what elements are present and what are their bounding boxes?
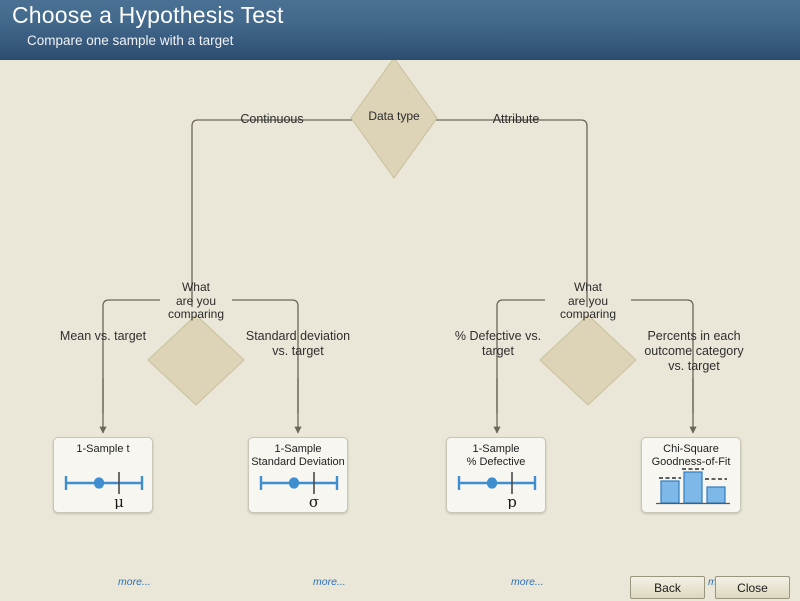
test-card-1-sample-t[interactable]: 1-Sample t μ xyxy=(53,437,153,513)
back-button[interactable]: Back xyxy=(630,576,705,599)
branch-label-continuous: Continuous xyxy=(240,112,304,126)
more-link-1-sample-pct-defective[interactable]: more... xyxy=(511,576,544,588)
close-button[interactable]: Close xyxy=(715,576,790,599)
more-link-1-sample-standard-deviation[interactable]: more... xyxy=(313,576,346,588)
connector-root-right xyxy=(436,119,588,307)
connector-right-leg2 xyxy=(631,299,694,413)
more-link-1-sample-t[interactable]: more... xyxy=(118,576,151,588)
card-title: Chi-Square Goodness-of-Fit xyxy=(651,443,731,468)
card-symbol: σ xyxy=(309,493,319,509)
connector-left-leg2 xyxy=(232,299,299,413)
page-title: Choose a Hypothesis Test xyxy=(12,2,284,28)
interval-plot-icon: μ xyxy=(64,472,144,509)
bar-chart-icon xyxy=(656,468,730,505)
decision-diamond-right xyxy=(539,314,637,406)
card-symbol: p xyxy=(507,493,517,509)
connector-root-left xyxy=(191,119,352,307)
branch-label-attribute: Attribute xyxy=(492,112,540,126)
decision-diamond-root xyxy=(350,60,438,179)
interval-plot-icon: p xyxy=(457,472,537,509)
test-card-1-sample-standard-deviation[interactable]: 1-Sample Standard Deviation σ xyxy=(248,437,348,513)
flowchart-canvas: Data type What are you comparing What ar… xyxy=(0,60,800,601)
test-card-1-sample-pct-defective[interactable]: 1-Sample % Defective p xyxy=(446,437,546,513)
leg-label-pct-defective-vs-target: % Defective vs. target xyxy=(454,329,542,358)
window-header: Choose a Hypothesis Test Compare one sam… xyxy=(0,0,800,60)
card-symbol: μ xyxy=(114,493,124,509)
flowchart-graphics xyxy=(99,60,697,434)
card-title: 1-Sample % Defective xyxy=(466,443,526,468)
connector-right-leg1 xyxy=(496,299,545,413)
leg-label-stdev-vs-target: Standard deviation vs. target xyxy=(245,329,351,358)
leg-label-percents-each-category: Percents in each outcome category vs. ta… xyxy=(644,329,744,373)
leg-label-mean-vs-target: Mean vs. target xyxy=(59,329,147,343)
card-title: 1-Sample t xyxy=(76,443,130,455)
page-subtitle: Compare one sample with a target xyxy=(27,33,234,48)
connector-left-leg1 xyxy=(102,299,160,413)
test-card-chi-square-goodness-of-fit[interactable]: Chi-Square Goodness-of-Fit xyxy=(641,437,741,513)
decision-diamond-left xyxy=(147,314,245,406)
interval-plot-icon: σ xyxy=(259,472,339,509)
card-title: 1-Sample Standard Deviation xyxy=(251,443,345,468)
